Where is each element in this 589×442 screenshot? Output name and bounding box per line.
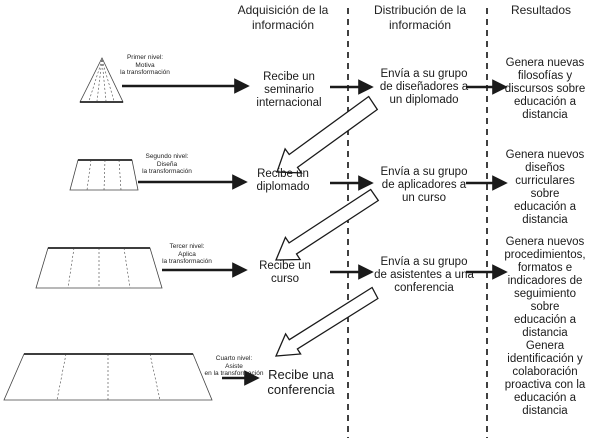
level-2-shape [69, 159, 139, 191]
distribution-level-1: Envía a su grupo de diseñadores a un dip… [379, 68, 469, 106]
header-results: Resultados [510, 3, 572, 17]
level-1-shape [79, 57, 124, 103]
acquisition-level-4: Recibe una conferencia [267, 367, 335, 397]
level-3-label: Tercer nivel: Aplica la transformación [162, 243, 212, 265]
result-level-3: Genera nuevos procedimientos, formatos e… [504, 236, 586, 339]
level-4-shape [3, 353, 213, 401]
acquisition-level-2: Recibe un diplomado [256, 168, 310, 193]
hollow-arrow-level-3-to-level-4 [274, 286, 379, 357]
result-level-1: Genera nuevas filosofías y discursos sob… [504, 57, 586, 121]
result-level-2: Genera nuevos diseños curriculares sobre… [505, 149, 585, 226]
level-4-label: Cuarto nivel: Asiste en la transformació… [204, 355, 264, 377]
distribution-level-3: Envía a su grupo de asistentes a una con… [374, 256, 474, 294]
header-distribution: Distribución de la información [373, 3, 467, 32]
acquisition-level-3: Recibe un curso [259, 260, 311, 285]
hollow-arrow-level-1-to-level-2 [276, 95, 379, 174]
result-level-4: Genera identificación y colaboración pro… [504, 340, 586, 417]
hollow-arrow-level-2-to-level-3 [275, 188, 380, 261]
level-2-label: Segundo nivel: Diseña la transformación [142, 153, 192, 175]
header-acquisition: Adquisición de la información [237, 3, 329, 32]
level-3-shape [35, 247, 163, 289]
distribution-level-2: Envía a su grupo de aplicadores a un cur… [380, 166, 468, 204]
acquisition-level-1: Recibe un seminario internacional [256, 71, 322, 109]
level-1-label: Primer nivel: Motiva la transformación [120, 54, 170, 76]
